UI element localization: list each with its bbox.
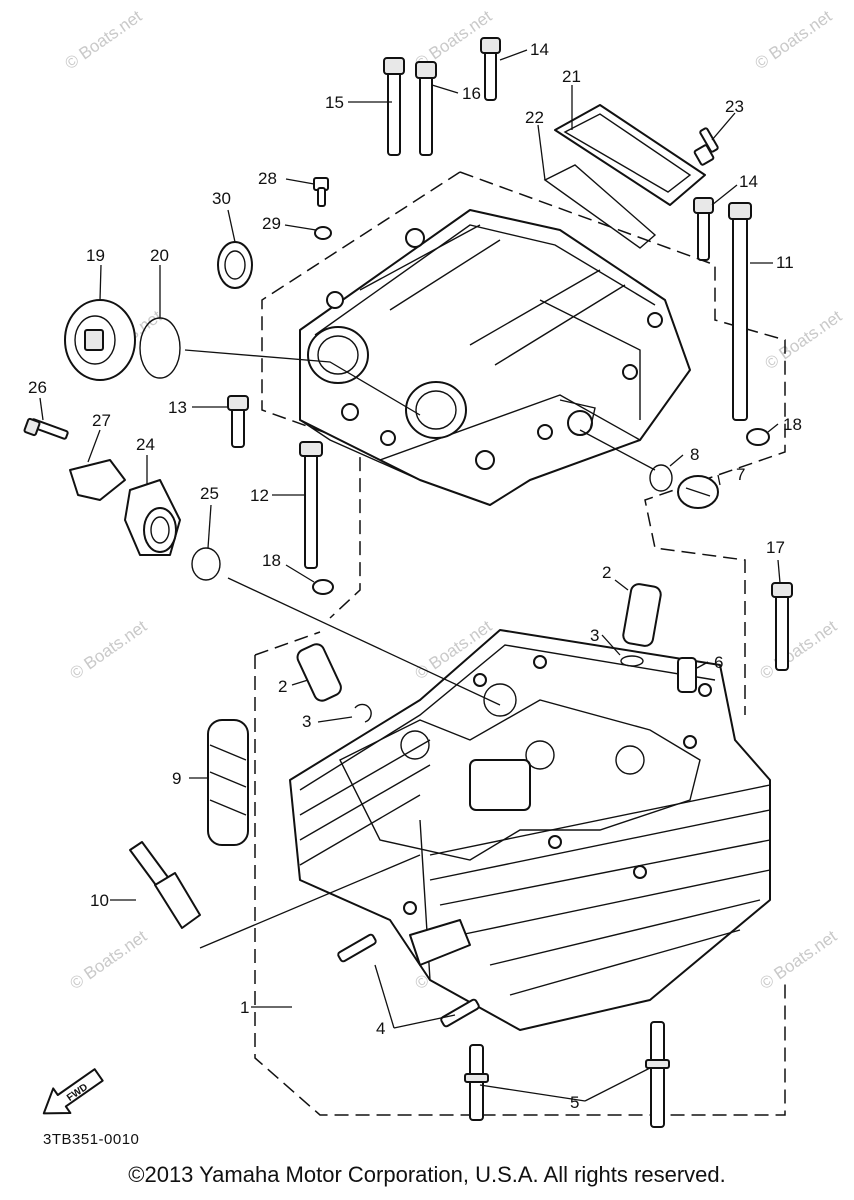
leader-lines <box>39 49 781 1102</box>
callout-16: 16 <box>462 84 481 103</box>
callout-10: 10 <box>90 891 109 910</box>
joint-24 <box>124 479 181 556</box>
callout-19: 19 <box>86 246 105 265</box>
copyright-notice: ©2013 Yamaha Motor Corporation, U.S.A. A… <box>128 1162 726 1187</box>
callout-17: 17 <box>766 538 785 557</box>
callout-28: 28 <box>258 169 277 188</box>
callout-27: 27 <box>92 411 111 430</box>
callout-14: 14 <box>530 40 549 59</box>
washer-18-left <box>312 579 334 595</box>
bolt-12 <box>304 447 318 569</box>
watermark: © Boats.net <box>756 926 840 993</box>
bolt-5-left <box>464 1044 489 1121</box>
watermark: © Boats.net <box>751 6 835 73</box>
oring-8 <box>649 464 673 492</box>
bolt-17 <box>775 589 789 671</box>
callout-15: 15 <box>325 93 344 112</box>
callout-1: 1 <box>240 998 249 1017</box>
group-outlines <box>254 171 786 1116</box>
valve-guide-2-left <box>296 643 342 702</box>
cap-19 <box>64 299 136 381</box>
cylinder-head <box>289 629 771 1031</box>
circlip-3-right <box>620 655 644 667</box>
callout-2: 2 <box>278 677 287 696</box>
callout-26: 26 <box>28 378 47 397</box>
watermark: © Boats.net <box>61 6 145 73</box>
spark-plug-10 <box>129 841 201 929</box>
watermark: © Boats.net <box>66 926 150 993</box>
bolt-11 <box>732 209 748 421</box>
fwd-arrow-icon: FWD <box>42 1068 104 1115</box>
guide-9 <box>207 719 249 846</box>
watermark: © Boats.net <box>761 306 845 373</box>
diagram-code: 3TB351-0010 <box>43 1131 139 1148</box>
callout-6: 6 <box>714 653 723 672</box>
callout-3: 3 <box>590 626 599 645</box>
clamp-27 <box>69 459 126 501</box>
callout-30: 30 <box>212 189 231 208</box>
watermark: © Boats.net <box>756 616 840 683</box>
callout-13: 13 <box>168 398 187 417</box>
oring-20 <box>139 317 181 379</box>
cylinder-head-cover <box>299 209 691 506</box>
cap-30 <box>217 241 253 289</box>
callout-7: 7 <box>736 465 745 484</box>
screw-23 <box>693 127 719 166</box>
watermark: © Boats.net <box>66 616 150 683</box>
callout-8: 8 <box>690 445 699 464</box>
callout-14: 14 <box>739 172 758 191</box>
washer-29 <box>314 226 332 240</box>
bolt-5-right <box>645 1021 670 1128</box>
oring-22 <box>543 164 657 249</box>
callout-4: 4 <box>376 1019 385 1038</box>
callout-18: 18 <box>783 415 802 434</box>
oring-25 <box>191 547 221 581</box>
callouts: 15 16 14 21 22 23 14 11 28 29 30 19 20 2… <box>28 40 802 1112</box>
callout-18: 18 <box>262 551 281 570</box>
stud-4-b <box>440 998 480 1028</box>
washer-18-right <box>746 428 770 446</box>
callout-23: 23 <box>725 97 744 116</box>
callout-9: 9 <box>172 769 181 788</box>
stud-4-a <box>337 933 377 963</box>
plug-7 <box>677 475 719 509</box>
valve-guide-2-right <box>622 583 662 647</box>
callout-12: 12 <box>250 486 269 505</box>
callout-2: 2 <box>602 563 611 582</box>
small-parts <box>23 37 793 1128</box>
circlip-3-left <box>354 703 372 723</box>
callout-11: 11 <box>776 253 794 272</box>
callout-29: 29 <box>262 214 281 233</box>
callout-3: 3 <box>302 712 311 731</box>
callout-20: 20 <box>150 246 169 265</box>
callout-21: 21 <box>562 67 581 86</box>
cover-21 <box>554 104 706 206</box>
callout-5: 5 <box>570 1093 579 1112</box>
dowel-6 <box>677 657 697 693</box>
callout-22: 22 <box>525 108 544 127</box>
callout-25: 25 <box>200 484 219 503</box>
callout-24: 24 <box>136 435 155 454</box>
